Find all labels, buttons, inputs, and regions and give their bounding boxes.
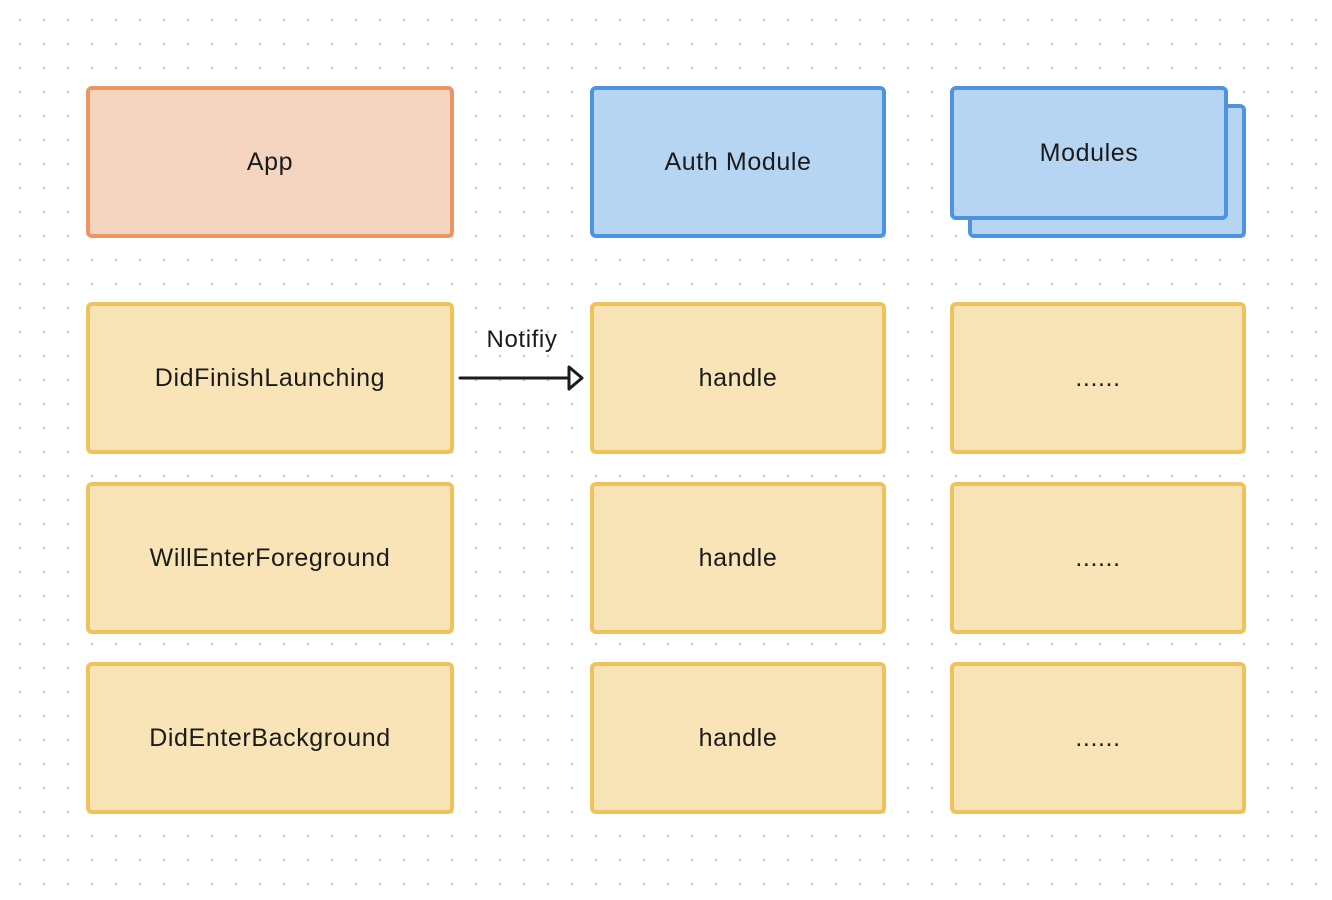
auth-module-node[interactable]: Auth Module	[590, 86, 886, 238]
auth-handler-label: handle	[698, 543, 778, 572]
auth-module-node-label: Auth Module	[664, 147, 812, 176]
arrow-head-icon	[567, 365, 584, 391]
notify-arrow[interactable]	[456, 360, 592, 396]
auth-handler-label: handle	[698, 723, 778, 752]
auth-handler-label: handle	[698, 363, 778, 392]
module-handler-node[interactable]: ......	[950, 302, 1246, 454]
module-handler-label: ......	[1075, 363, 1121, 392]
app-event-label: WillEnterForeground	[149, 543, 391, 572]
modules-node-label: Modules	[1039, 138, 1139, 167]
modules-node[interactable]: Modules	[950, 86, 1228, 220]
app-node-label: App	[246, 147, 294, 176]
app-event-node[interactable]: DidFinishLaunching	[86, 302, 454, 454]
module-handler-label: ......	[1075, 543, 1121, 572]
auth-handler-node[interactable]: handle	[590, 302, 886, 454]
module-handler-node[interactable]: ......	[950, 662, 1246, 814]
app-event-node[interactable]: DidEnterBackground	[86, 662, 454, 814]
app-node[interactable]: App	[86, 86, 454, 238]
auth-handler-node[interactable]: handle	[590, 482, 886, 634]
app-event-node[interactable]: WillEnterForeground	[86, 482, 454, 634]
notify-edge-label: Notifiy	[486, 326, 558, 353]
module-handler-label: ......	[1075, 723, 1121, 752]
app-event-label: DidFinishLaunching	[154, 363, 386, 392]
app-event-label: DidEnterBackground	[149, 723, 391, 752]
module-handler-node[interactable]: ......	[950, 482, 1246, 634]
auth-handler-node[interactable]: handle	[590, 662, 886, 814]
